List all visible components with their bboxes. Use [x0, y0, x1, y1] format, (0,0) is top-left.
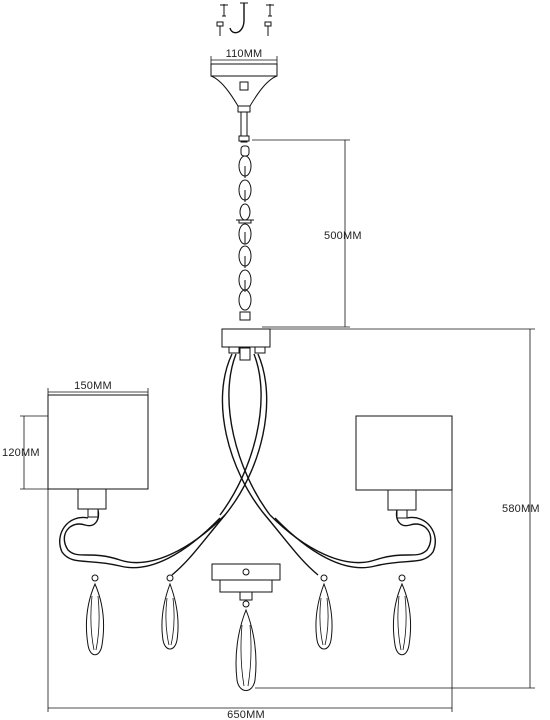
ceiling-hook-icon	[229, 2, 248, 34]
central-hub	[221, 328, 271, 361]
shade-width-dimension: 150MM	[47, 380, 149, 395]
suspension-chain	[236, 145, 254, 321]
canopy-width-label: 110MM	[226, 48, 263, 60]
ceiling-canopy	[210, 63, 278, 113]
chain-length-dimension: 500MM	[252, 139, 362, 328]
shade-width-label: 150MM	[74, 380, 112, 392]
screw-icon	[220, 4, 228, 17]
total-height-dimension: 580MM	[255, 328, 540, 689]
screw-icon	[264, 21, 272, 36]
canopy-width-dimension: 110MM	[210, 48, 278, 64]
screw-icon	[266, 4, 274, 17]
chandelier-arms	[59, 353, 436, 576]
crystal-drop-icon	[235, 600, 257, 691]
mounting-hardware	[216, 2, 274, 36]
right-lampshade	[355, 415, 453, 519]
crystal-drop-icon	[85, 574, 105, 656]
suspension-rod	[238, 111, 250, 143]
left-lampshade	[47, 394, 149, 518]
crystal-drop-icon	[392, 574, 412, 656]
total-width-label: 650MM	[227, 709, 265, 720]
crystal-drops	[85, 574, 412, 691]
screw-icon	[216, 21, 224, 36]
crystal-drop-icon	[315, 574, 333, 650]
total-height-label: 580MM	[502, 503, 540, 515]
chain-length-label: 500MM	[324, 230, 362, 242]
crystal-drop-icon	[161, 574, 179, 650]
total-width-dimension: 650MM	[47, 489, 453, 720]
shade-height-label: 120MM	[2, 447, 40, 459]
shade-height-dimension: 120MM	[2, 415, 78, 490]
lower-center-body	[211, 563, 281, 601]
